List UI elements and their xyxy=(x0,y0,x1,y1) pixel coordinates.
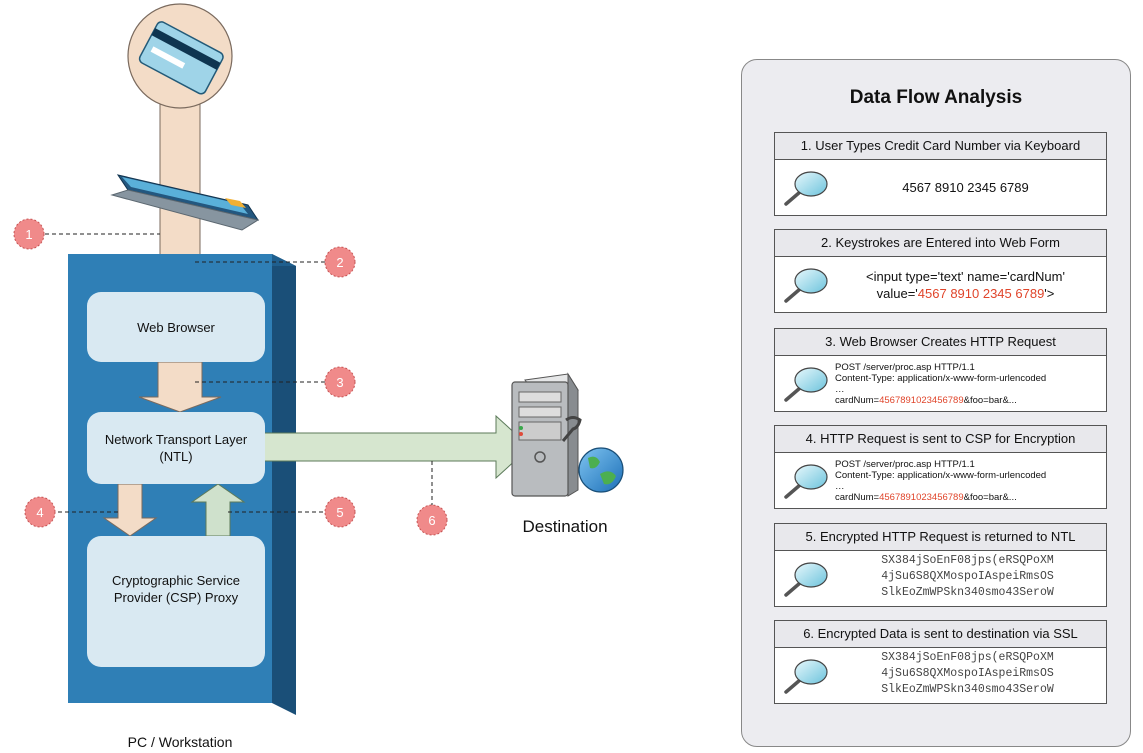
step-3-header: 3. Web Browser Creates HTTP Request xyxy=(775,329,1106,356)
marker-4: 4 xyxy=(24,496,56,528)
step-6-header: 6. Encrypted Data is sent to destination… xyxy=(775,621,1106,648)
svg-text:1: 1 xyxy=(25,227,32,242)
step-2-header: 2. Keystrokes are Entered into Web Form xyxy=(775,230,1106,257)
ntl-label-line1: Network Transport Layer xyxy=(104,432,248,447)
ntl-label-line2: (NTL) xyxy=(159,449,193,464)
step-2-text: <input type='text' name='cardNum' value=… xyxy=(866,268,1065,301)
marker-6: 6 xyxy=(416,504,448,536)
marker-1: 1 xyxy=(13,218,45,250)
magnifier-icon xyxy=(784,171,828,206)
destination-server-icon xyxy=(511,372,624,497)
step-5-header: 5. Encrypted HTTP Request is returned to… xyxy=(775,524,1106,551)
step-4-header: 4. HTTP Request is sent to CSP for Encry… xyxy=(775,426,1106,453)
web-browser-box: Web Browser xyxy=(87,292,265,362)
svg-text:6: 6 xyxy=(428,513,435,528)
destination-label: Destination xyxy=(522,517,608,536)
ntl-to-csp-arrow xyxy=(102,483,158,537)
svg-text:4: 4 xyxy=(36,505,43,520)
credit-card-icon xyxy=(127,3,233,109)
marker-5: 5 xyxy=(324,496,356,528)
step-3-http-request: POST /server/proc.asp HTTP/1.1 Content-T… xyxy=(835,362,1047,406)
web-browser-label: Web Browser xyxy=(137,319,215,335)
step-3: 3. Web Browser Creates HTTP Request POST… xyxy=(774,328,1107,412)
data-flow-analysis-panel: Data Flow Analysis 1. User Types Credit … xyxy=(741,59,1131,747)
csp-proxy-box: Cryptographic Service Provider (CSP) Pro… xyxy=(87,536,265,667)
step-4: 4. HTTP Request is sent to CSP for Encry… xyxy=(774,425,1107,509)
step-5-encrypted-text: SX384jSoEnF08jps(eRSQPoXM 4jSu6S8QXMospo… xyxy=(881,554,1054,599)
magnifier-icon xyxy=(784,659,828,694)
step-6-body: SX384jSoEnF08jps(eRSQPoXM 4jSu6S8QXMospo… xyxy=(775,648,1106,703)
step-1-header: 1. User Types Credit Card Number via Key… xyxy=(775,133,1106,160)
svg-text:3: 3 xyxy=(336,375,343,390)
step-1-text: 4567 8910 2345 6789 xyxy=(902,180,1029,195)
step-5-body: SX384jSoEnF08jps(eRSQPoXM 4jSu6S8QXMospo… xyxy=(775,551,1106,606)
svg-text:2: 2 xyxy=(336,255,343,270)
csp-to-ntl-arrow xyxy=(190,483,246,537)
step-6-encrypted-text: SX384jSoEnF08jps(eRSQPoXM 4jSu6S8QXMospo… xyxy=(881,651,1054,696)
step-1: 1. User Types Credit Card Number via Key… xyxy=(774,132,1107,216)
step-2-body: <input type='text' name='cardNum' value=… xyxy=(775,257,1106,312)
panel-title: Data Flow Analysis xyxy=(849,87,1023,108)
magnifier-icon xyxy=(784,367,828,402)
step-4-http-request: POST /server/proc.asp HTTP/1.1 Content-T… xyxy=(835,459,1047,503)
browser-to-ntl-arrow xyxy=(138,361,222,413)
ntl-to-destination-arrow xyxy=(263,414,531,480)
magnifier-icon xyxy=(784,268,828,303)
step-5: 5. Encrypted HTTP Request is returned to… xyxy=(774,523,1107,607)
ntl-box: Network Transport Layer (NTL) xyxy=(87,412,265,484)
csp-label-line1: Cryptographic Service xyxy=(112,573,240,588)
step-2: 2. Keystrokes are Entered into Web Form … xyxy=(774,229,1107,313)
step-1-body: 4567 8910 2345 6789 xyxy=(775,160,1106,215)
step-6: 6. Encrypted Data is sent to destination… xyxy=(774,620,1107,704)
csp-label-line2: Provider (CSP) Proxy xyxy=(113,590,239,605)
pc-workstation-label: PC / Workstation xyxy=(127,734,233,750)
step-3-body: POST /server/proc.asp HTTP/1.1 Content-T… xyxy=(775,356,1106,411)
leader-lines xyxy=(45,233,433,513)
svg-text:5: 5 xyxy=(336,505,343,520)
magnifier-icon xyxy=(784,464,828,499)
magnifier-icon xyxy=(784,562,828,597)
marker-3: 3 xyxy=(324,366,356,398)
marker-2: 2 xyxy=(324,246,356,278)
step-4-body: POST /server/proc.asp HTTP/1.1 Content-T… xyxy=(775,453,1106,508)
keyboard-icon xyxy=(110,174,260,231)
